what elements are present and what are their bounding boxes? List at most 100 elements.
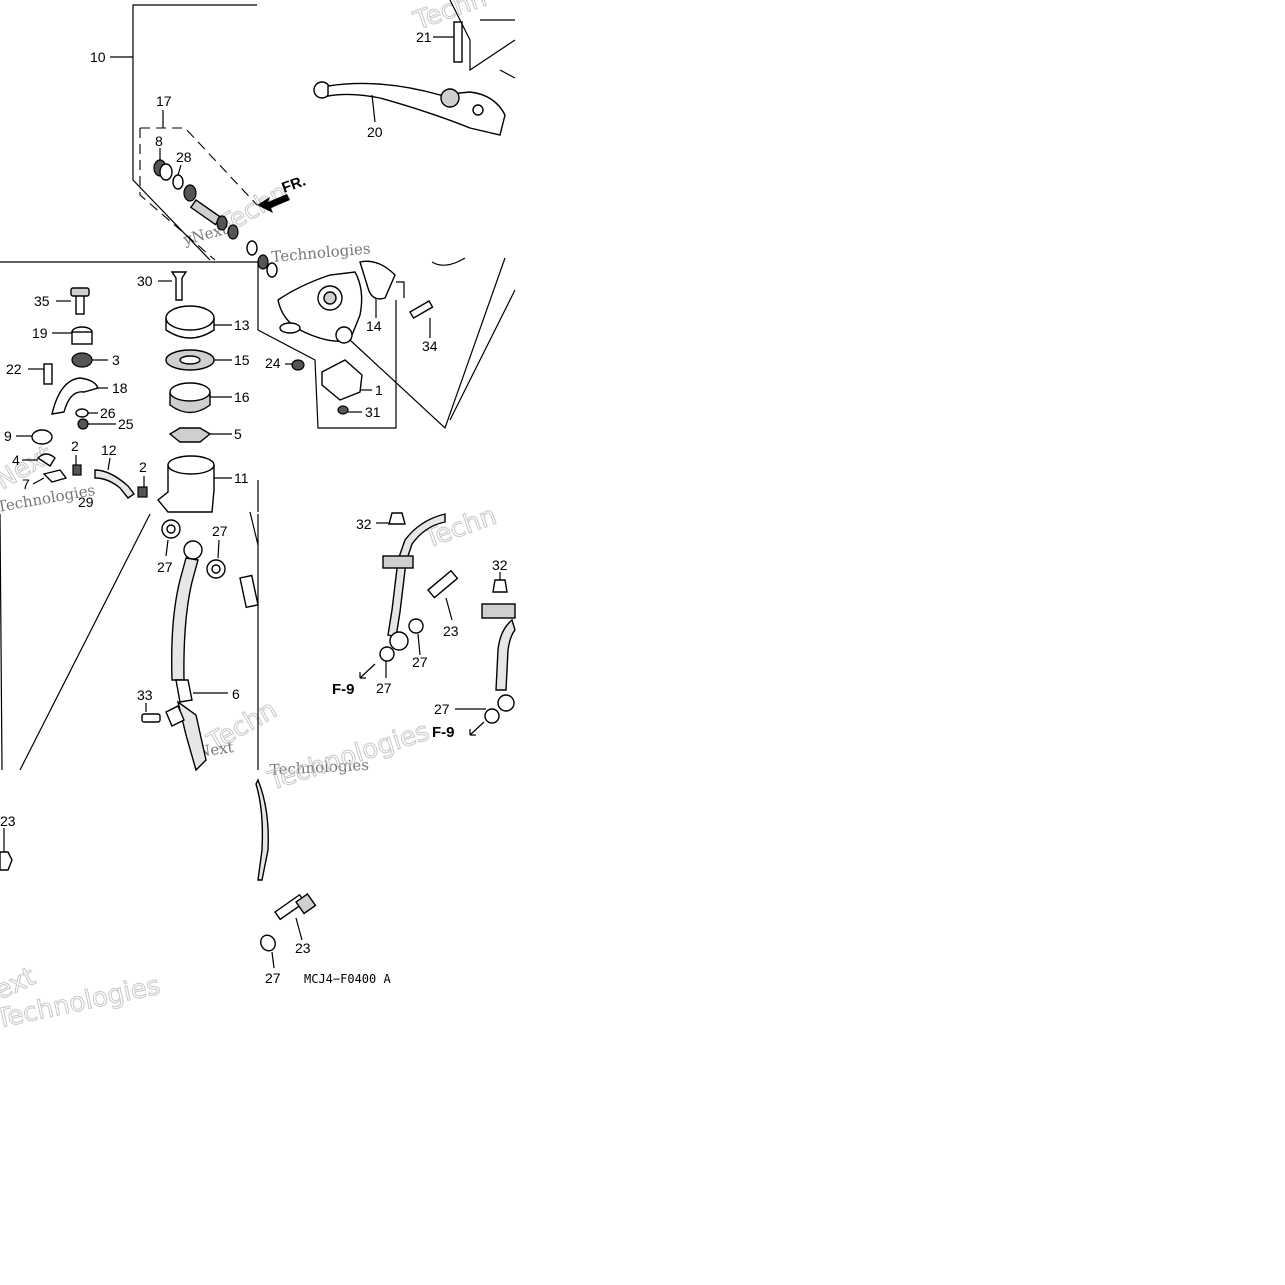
brake-lever bbox=[313, 81, 506, 136]
watermark: Techn bbox=[419, 501, 500, 555]
caliper-hose-right bbox=[495, 618, 516, 691]
banjo-fitting bbox=[497, 694, 515, 712]
leader-7 bbox=[32, 477, 45, 485]
bracket-17 bbox=[139, 127, 258, 261]
tile-top: FR. 10 21 17 20 8 28 bbox=[90, 0, 516, 278]
hose-clip bbox=[137, 486, 148, 498]
washer bbox=[408, 618, 424, 634]
part-label: 16 bbox=[234, 389, 250, 405]
brake-hose-lower bbox=[176, 700, 207, 772]
tile-reservoir: 30 35 13 19 3 15 22 18 16 26 25 9 5 2 12… bbox=[0, 261, 259, 513]
tile-bottom: 23 23 27 MCJ4−F0400 A bbox=[0, 778, 391, 986]
part-label: 27 bbox=[412, 654, 428, 670]
part-label: 8 bbox=[155, 133, 163, 149]
piston-assembly bbox=[153, 159, 278, 278]
part-label: 12 bbox=[101, 442, 117, 458]
part-label: 2 bbox=[71, 438, 79, 454]
nut bbox=[31, 429, 53, 445]
front-direction-arrow-icon bbox=[257, 194, 290, 213]
tile-master-cylinder: 14 34 24 1 31 bbox=[257, 257, 516, 430]
leader-27b bbox=[217, 539, 220, 559]
nut bbox=[492, 579, 508, 593]
lower-hose bbox=[255, 778, 269, 881]
watermark: Next bbox=[196, 738, 235, 761]
washer bbox=[484, 708, 500, 724]
bolt bbox=[43, 363, 53, 385]
hose-bracket bbox=[481, 603, 516, 619]
leader-20 bbox=[371, 94, 376, 123]
part-label: 4 bbox=[12, 452, 20, 468]
holder bbox=[359, 260, 396, 300]
leader-23a bbox=[445, 597, 453, 621]
bolt bbox=[141, 713, 161, 723]
banjo-fitting bbox=[183, 540, 203, 560]
part-label: 27 bbox=[265, 970, 281, 986]
part-label: 29 bbox=[78, 494, 94, 510]
part-label: 9 bbox=[4, 428, 12, 444]
assembly-outline bbox=[257, 257, 516, 430]
brake-hose bbox=[170, 557, 199, 681]
lever-edge bbox=[431, 257, 466, 266]
tile-border bbox=[0, 513, 259, 771]
part-label: 21 bbox=[416, 29, 432, 45]
ref-arrow bbox=[359, 663, 376, 679]
reservoir bbox=[157, 465, 215, 513]
leader-12 bbox=[107, 457, 111, 471]
part-label: 28 bbox=[176, 149, 192, 165]
part-label: 27 bbox=[434, 701, 450, 717]
part-label: 7 bbox=[22, 476, 30, 492]
part-label: 25 bbox=[118, 416, 134, 432]
part-label: 26 bbox=[100, 405, 116, 421]
part-label: 24 bbox=[265, 355, 281, 371]
leader-23c bbox=[295, 917, 303, 941]
part-label: 19 bbox=[32, 325, 48, 341]
reservoir-hose bbox=[94, 469, 136, 499]
part-label: 13 bbox=[234, 317, 250, 333]
washer bbox=[379, 646, 395, 662]
part-label: 32 bbox=[492, 557, 508, 573]
grommet bbox=[71, 352, 93, 368]
leader-27a bbox=[165, 539, 169, 557]
bracket-10 bbox=[132, 4, 257, 261]
watermark: Technologies bbox=[269, 756, 369, 779]
part-label: 6 bbox=[232, 686, 240, 702]
part-label: 32 bbox=[356, 516, 372, 532]
tile-border bbox=[0, 261, 259, 512]
bolt bbox=[409, 300, 434, 320]
hose-clip bbox=[72, 464, 82, 476]
bolt-head bbox=[0, 851, 13, 871]
part-label: 18 bbox=[112, 380, 128, 396]
part-label: 11 bbox=[234, 470, 249, 486]
clip bbox=[36, 453, 56, 467]
screw bbox=[170, 271, 188, 301]
lever-bracket bbox=[449, 0, 516, 79]
part-label: 27 bbox=[157, 559, 173, 575]
part-label: 35 bbox=[34, 293, 50, 309]
pivot-bolt bbox=[453, 21, 463, 63]
part-label: 31 bbox=[365, 404, 381, 420]
tile-caliper-hoses: 32 32 23 27 27 27 F-9 F-9 bbox=[332, 512, 516, 741]
leader-28 bbox=[177, 164, 182, 176]
three-way-joint bbox=[165, 705, 185, 727]
watermark: Technologies bbox=[271, 239, 371, 266]
part-label: 10 bbox=[90, 49, 106, 65]
screw-head bbox=[291, 359, 305, 371]
part-label: 3 bbox=[112, 352, 120, 368]
washer bbox=[260, 934, 276, 952]
part-label: 5 bbox=[234, 426, 242, 442]
part-label: 14 bbox=[366, 318, 382, 334]
nut bbox=[388, 512, 406, 525]
part-label: 27 bbox=[376, 680, 392, 696]
joint bbox=[42, 469, 68, 483]
part-label: 1 bbox=[375, 382, 383, 398]
master-cylinder-body bbox=[277, 271, 363, 344]
part-label: 22 bbox=[6, 361, 22, 377]
ref-arrow bbox=[469, 721, 485, 736]
part-label: 30 bbox=[137, 273, 153, 289]
part-label: 33 bbox=[137, 687, 153, 703]
part-label: 34 bbox=[422, 338, 438, 354]
drawing-code: MCJ4−F0400 A bbox=[304, 972, 391, 986]
hose-bracket bbox=[382, 555, 414, 569]
watermark-layer: Techn yNext Technologies Techn Next Tech… bbox=[0, 0, 501, 1036]
